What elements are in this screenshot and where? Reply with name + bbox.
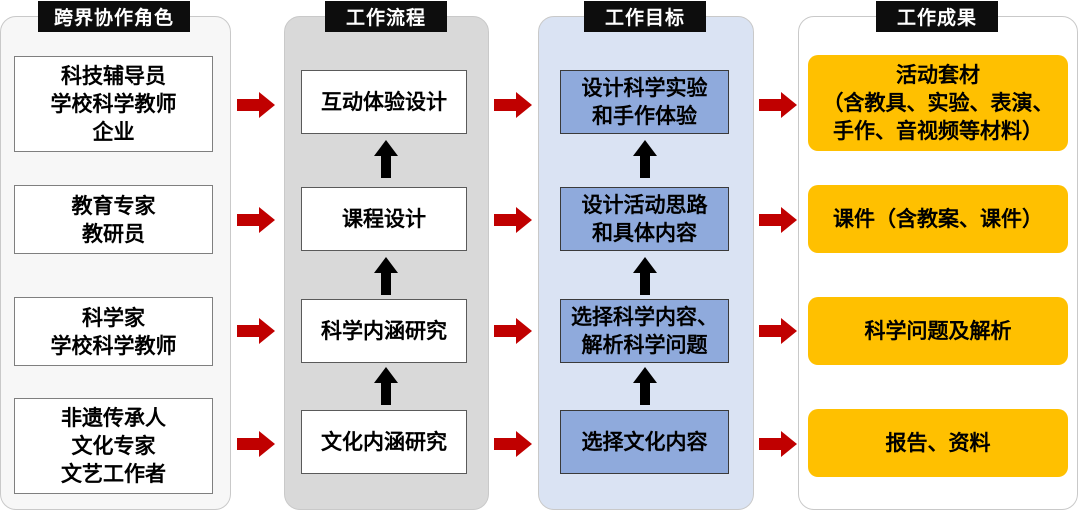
role-line: 教研员 xyxy=(82,221,145,246)
role-line: 学校科学教师 xyxy=(50,92,177,116)
process-step-4: 文化内涵研究 xyxy=(301,410,467,474)
goal-box-4: 选择文化内容 xyxy=(560,410,729,474)
goal-line: 解析科学问题 xyxy=(581,333,708,357)
right-arrow-icon xyxy=(759,207,797,233)
right-arrow-icon xyxy=(759,92,797,118)
goal-line: 选择文化内容 xyxy=(581,430,708,454)
output-line: 报告、资料 xyxy=(885,431,991,455)
role-line: 企业 xyxy=(92,120,135,144)
role-box-4: 非遗传承人 文化专家 文艺工作者 xyxy=(14,398,213,494)
up-arrow-icon xyxy=(374,140,398,178)
up-arrow-icon xyxy=(633,367,657,405)
right-arrow-icon xyxy=(494,92,532,118)
role-box-2: 教育专家 教研员 xyxy=(14,185,213,254)
goal-line: 设计活动思路 xyxy=(581,193,708,217)
right-arrow-icon xyxy=(494,207,532,233)
role-line: 学校科学教师 xyxy=(50,333,177,358)
goals-header: 工作目标 xyxy=(584,1,706,32)
right-arrow-icon xyxy=(237,92,275,118)
role-line: 非遗传承人 xyxy=(61,406,166,430)
output-line: 手作、音视频等材料） xyxy=(833,119,1043,143)
goal-line: 和具体内容 xyxy=(592,221,697,245)
role-line: 科技辅导员 xyxy=(61,64,166,88)
process-header: 工作流程 xyxy=(325,1,447,32)
output-line: （含教具、实验、表演、 xyxy=(822,91,1054,115)
right-arrow-icon xyxy=(759,318,797,344)
role-box-1: 科技辅导员 学校科学教师 企业 xyxy=(14,56,213,152)
goal-box-3: 选择科学内容、 解析科学问题 xyxy=(560,299,729,363)
right-arrow-icon xyxy=(237,318,275,344)
up-arrow-icon xyxy=(374,367,398,405)
right-arrow-icon xyxy=(494,318,532,344)
goal-line: 设计科学实验 xyxy=(581,76,708,100)
roles-header: 跨界协作角色 xyxy=(38,1,190,32)
goal-line: 和手作体验 xyxy=(592,104,697,128)
output-line: 课件（含教案、课件） xyxy=(833,207,1043,231)
role-line: 文化专家 xyxy=(71,434,156,458)
process-step-3: 科学内涵研究 xyxy=(301,299,467,363)
up-arrow-icon xyxy=(374,257,398,295)
output-box-1: 活动套材 （含教具、实验、表演、 手作、音视频等材料） xyxy=(808,55,1068,151)
output-line: 活动套材 xyxy=(896,63,980,87)
goal-box-1: 设计科学实验 和手作体验 xyxy=(560,70,729,134)
role-line: 科学家 xyxy=(82,305,145,330)
role-line: 文艺工作者 xyxy=(61,462,166,486)
process-step-2: 课程设计 xyxy=(301,187,467,251)
output-box-4: 报告、资料 xyxy=(808,409,1068,477)
right-arrow-icon xyxy=(237,207,275,233)
output-box-3: 科学问题及解析 xyxy=(808,297,1068,365)
right-arrow-icon xyxy=(494,431,532,457)
outputs-header: 工作成果 xyxy=(876,1,998,32)
goal-box-2: 设计活动思路 和具体内容 xyxy=(560,187,729,251)
role-line: 教育专家 xyxy=(71,193,156,218)
role-box-3: 科学家 学校科学教师 xyxy=(14,297,213,366)
up-arrow-icon xyxy=(633,140,657,178)
goal-line: 选择科学内容、 xyxy=(571,305,718,329)
right-arrow-icon xyxy=(759,431,797,457)
output-box-2: 课件（含教案、课件） xyxy=(808,185,1068,253)
output-line: 科学问题及解析 xyxy=(864,319,1012,343)
right-arrow-icon xyxy=(237,431,275,457)
up-arrow-icon xyxy=(633,257,657,295)
process-step-1: 互动体验设计 xyxy=(301,70,467,134)
